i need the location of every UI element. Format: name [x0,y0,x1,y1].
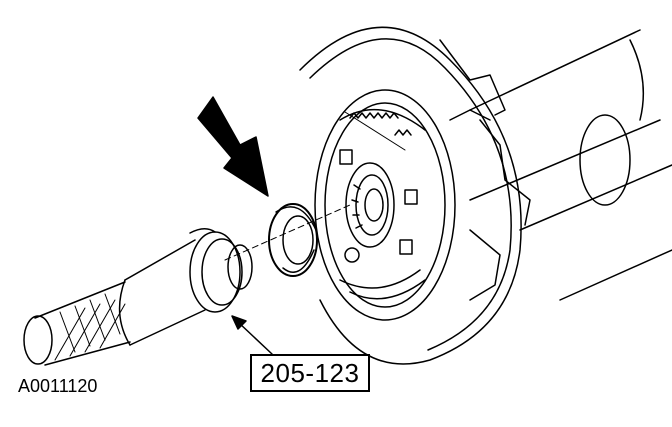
tool-number-callout: 205-123 [250,354,370,392]
seal-installer-tool [23,228,253,366]
axle-bearing-hub [345,162,395,248]
center-axis-line [224,204,351,261]
bold-pointer-arrow-icon [197,96,269,197]
axle-housing [469,29,672,301]
figure-id-label: A0011120 [18,376,98,396]
leader-arrow-icon [231,315,273,355]
axle-seal [268,203,318,277]
brake-shoe-assembly [314,89,456,321]
backing-plate [299,26,531,365]
tool-number-label: 205-123 [260,357,360,388]
